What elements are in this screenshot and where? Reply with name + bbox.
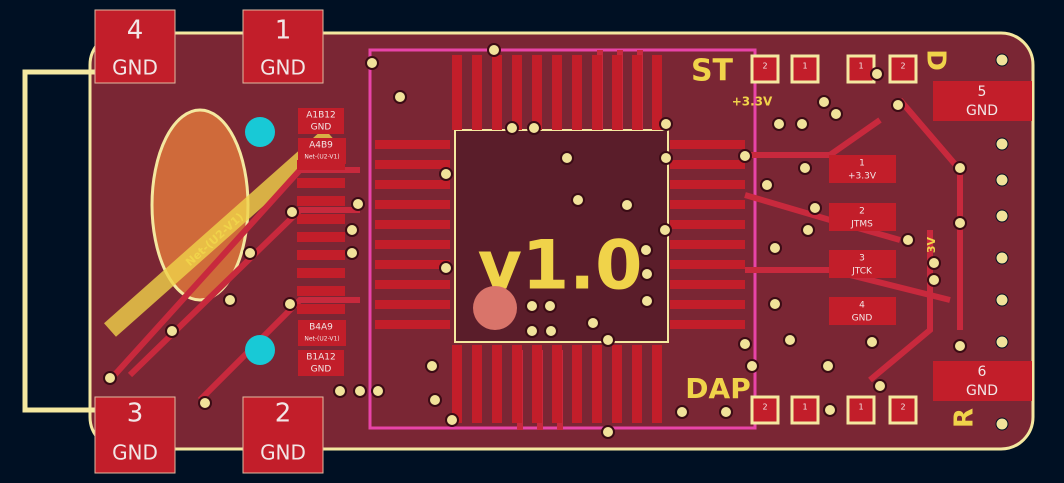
mounting-outline: [22, 69, 95, 413]
pad-1-net: GND: [260, 56, 306, 80]
pad-4-number: 4: [127, 16, 144, 46]
connector-pad-1[interactable]: 1 GND: [242, 9, 324, 84]
silk-d: D: [921, 49, 951, 71]
pad-4-net: GND: [112, 56, 158, 80]
mcu-pins-right: [670, 140, 745, 329]
debug-pad-2-number: 2: [859, 207, 865, 217]
debug-pad-1[interactable]: 1 +3.3V: [829, 155, 896, 183]
smd-pad-label: 1: [802, 62, 807, 71]
usb-pins: [297, 160, 345, 314]
debug-pad-3[interactable]: 3 JTCK: [829, 250, 896, 278]
pad-2-net: GND: [260, 441, 306, 465]
mcu-pins-left: [375, 140, 450, 329]
pad-1-number: 1: [275, 16, 292, 46]
header-pad-6-number: 6: [978, 364, 987, 380]
connector-pad-3[interactable]: 3 GND: [94, 396, 176, 474]
usb-label-a4b9: A4B9: [309, 141, 333, 151]
silk-voltage: +3.3V: [732, 95, 773, 109]
highlight-via[interactable]: [245, 335, 275, 365]
header-pad-5-number: 5: [978, 84, 987, 100]
pad-3-net: GND: [112, 441, 158, 465]
debug-pad-3-number: 3: [859, 254, 865, 264]
silk-r: R: [950, 408, 980, 428]
pad-2-number: 2: [275, 399, 292, 429]
smd-pads: 2 1 1 2 2 1 1 2: [750, 54, 918, 425]
net-diagonal-trace: [104, 128, 336, 337]
debug-pad-2-net: JTMS: [850, 220, 873, 230]
debug-pad-4-number: 4: [859, 301, 865, 311]
debug-pad-1-number: 1: [859, 159, 865, 169]
mcu-pins-bottom: [452, 345, 662, 423]
smd-pad-label: 2: [900, 62, 905, 71]
usb-label-b1a12-net: GND: [311, 365, 332, 375]
debug-pad-4-net: GND: [852, 314, 873, 324]
smd-pad-label: 2: [900, 403, 905, 412]
highlight-via[interactable]: [245, 117, 275, 147]
debug-pad-1-net: +3.3V: [848, 172, 877, 182]
usb-label-a1b12-net: GND: [311, 123, 332, 133]
connector-pad-4[interactable]: 4 GND: [94, 9, 176, 84]
header-pad-6-net: GND: [966, 383, 998, 399]
usb-label-b4a9-net: Net-(U2-V1): [304, 336, 339, 343]
usb-pin-labels: A1B12 GND A4B9 Net-(U2-V1) B4A9 Net-(U2-…: [298, 108, 346, 376]
usb-label-a1b12: A1B12: [306, 111, 336, 121]
mcu-pins-top: [452, 55, 662, 130]
vias: [103, 43, 967, 439]
silk-dap: DAP: [685, 372, 750, 405]
connector-pad-2[interactable]: 2 GND: [242, 396, 324, 474]
header-pad-5[interactable]: 5 GND: [933, 81, 1032, 121]
smd-pad-label: 1: [858, 403, 863, 412]
silk-st: ST: [691, 54, 734, 89]
header-pad-6[interactable]: 6 GND: [933, 361, 1032, 401]
debug-pad-2[interactable]: 2 JTMS: [829, 203, 896, 231]
pad-3-number: 3: [127, 399, 144, 429]
smd-pad-label: 2: [762, 62, 767, 71]
usb-label-b4a9: B4A9: [309, 323, 333, 333]
smd-pad-label: 2: [762, 403, 767, 412]
header-holes: [995, 53, 1009, 431]
silk-side-voltage: 3V: [925, 236, 938, 253]
smd-pad-label: 1: [802, 403, 807, 412]
debug-pad-4[interactable]: 4 GND: [829, 297, 896, 325]
test-point[interactable]: [473, 286, 517, 330]
header-pad-5-net: GND: [966, 103, 998, 119]
usb-label-a4b9-net: Net-(U2-V1): [304, 154, 339, 161]
usb-label-b1a12: B1A12: [306, 353, 336, 363]
smd-pad-label: 1: [858, 62, 863, 71]
debug-pad-3-net: JTCK: [851, 267, 873, 277]
